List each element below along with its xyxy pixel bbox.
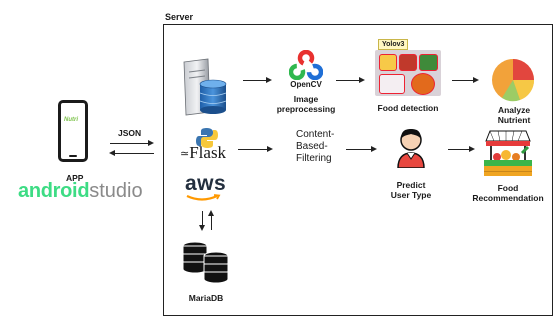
server-title: Server bbox=[165, 12, 194, 22]
arrow-right-icon bbox=[473, 76, 479, 83]
server-box bbox=[163, 24, 553, 316]
phone-screen-text: Nutri bbox=[64, 117, 78, 123]
arrow-right-icon bbox=[371, 145, 377, 152]
python-icon bbox=[196, 128, 218, 148]
phone-icon: Nutri bbox=[58, 100, 88, 162]
flask-horn-icon: ≃ bbox=[180, 148, 190, 161]
content-filtering-label: Content- Based- Filtering bbox=[296, 129, 335, 164]
food-detection-image bbox=[375, 50, 441, 96]
arrow-up-icon bbox=[211, 215, 212, 230]
opencv-wordmark: OpenCV bbox=[290, 80, 322, 89]
aws-smile-icon bbox=[186, 194, 221, 201]
arrow-right-icon bbox=[148, 139, 154, 146]
android-studio-logo: androidstudio bbox=[18, 179, 143, 203]
json-label: JSON bbox=[118, 128, 142, 138]
image-preprocessing-label: Image preprocessing bbox=[276, 94, 336, 114]
flask-logo: ≃Flask bbox=[180, 144, 226, 163]
database-icon bbox=[182, 241, 229, 284]
food-stall-icon bbox=[484, 130, 532, 176]
arrow-right-icon bbox=[359, 76, 365, 83]
food-detection-label: Food detection bbox=[377, 103, 439, 113]
mariadb-label: MariaDB bbox=[188, 293, 224, 303]
food-recommendation-label: Food Recommendation bbox=[472, 183, 544, 203]
predict-user-type-label: Predict User Type bbox=[390, 180, 432, 200]
yolo-badge: Yolov3 bbox=[378, 39, 409, 50]
android-wordmark: android bbox=[18, 180, 90, 202]
studio-wordmark: studio bbox=[89, 180, 143, 202]
analyze-nutrient-label: Analyze Nutrient bbox=[497, 105, 531, 125]
user-icon bbox=[397, 129, 425, 168]
flask-wordmark: Flask bbox=[189, 143, 227, 162]
arrow-left-icon bbox=[109, 149, 115, 156]
aws-wordmark: aws bbox=[185, 172, 227, 195]
arrow-right-icon bbox=[266, 76, 272, 83]
app-label: APP bbox=[66, 173, 84, 183]
arrow-down-icon bbox=[202, 211, 203, 226]
arrow-right-icon bbox=[469, 145, 475, 152]
opencv-logo-icon bbox=[289, 50, 323, 80]
server-icon bbox=[183, 58, 227, 116]
arrow-right-icon bbox=[267, 145, 273, 152]
pie-chart-icon bbox=[492, 59, 535, 102]
